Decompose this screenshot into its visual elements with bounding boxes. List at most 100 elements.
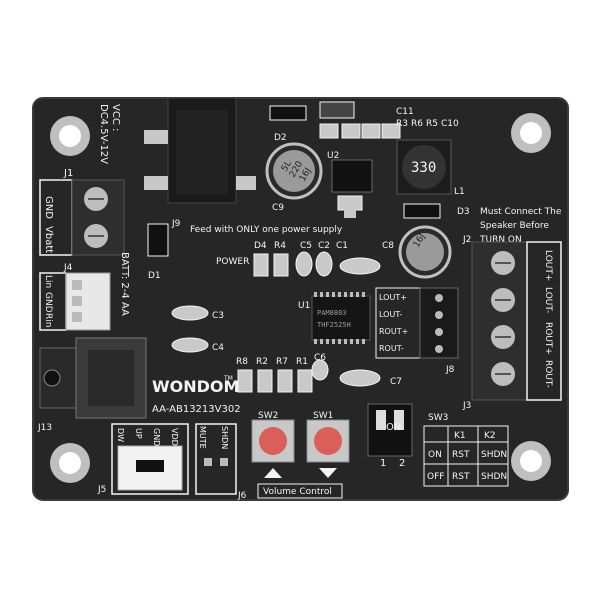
table-k1: K1 bbox=[454, 431, 466, 441]
label-c10: C10 bbox=[441, 119, 459, 129]
label-r3: R3 bbox=[396, 119, 408, 129]
label-sw1: SW1 bbox=[313, 411, 333, 421]
label-j8: J8 bbox=[445, 365, 455, 375]
mounting-hole-br bbox=[511, 441, 551, 481]
terminal-j1 bbox=[39, 179, 125, 256]
label-rout-plus: ROUT+ bbox=[543, 322, 553, 355]
label-c2: C2 bbox=[318, 241, 330, 251]
must-connect-label: Must Connect The bbox=[480, 207, 562, 217]
label-vbatt: Vbatt bbox=[43, 226, 54, 253]
label-lout-minus: LOUT- bbox=[543, 287, 553, 313]
volume-up-button-sw1[interactable] bbox=[306, 419, 350, 478]
label-c4: C4 bbox=[212, 343, 224, 353]
label-r8: R8 bbox=[236, 357, 248, 367]
j6-shdn: SHDN bbox=[220, 426, 229, 449]
label-c9: C9 bbox=[272, 203, 284, 213]
capacitor-c8: 16J bbox=[398, 225, 452, 279]
vcc-range-label: DC4.5V-12V bbox=[98, 104, 109, 164]
label-c3: C3 bbox=[212, 311, 224, 321]
label-u1: U1 bbox=[298, 301, 310, 311]
table-k2: K2 bbox=[484, 431, 496, 441]
label-sw2: SW2 bbox=[258, 411, 278, 421]
label-d1: D1 bbox=[148, 271, 161, 281]
label-rout-minus: ROUT- bbox=[543, 360, 553, 388]
j5-vdd: VDD bbox=[170, 428, 179, 446]
j8-lout-plus: LOUT+ bbox=[379, 293, 407, 302]
label-d3: D3 bbox=[457, 207, 470, 217]
dc-barrel-jack bbox=[144, 97, 256, 204]
svg-text:PAM8803: PAM8803 bbox=[317, 309, 347, 317]
vcc-label: VCC : bbox=[110, 104, 121, 131]
j5-gnd: GND bbox=[152, 428, 161, 446]
label-sw3: SW3 bbox=[428, 413, 448, 423]
j6-mute: MUTE bbox=[198, 426, 207, 449]
label-r6: R6 bbox=[411, 119, 423, 129]
feed-note: Feed with ONLY one power supply bbox=[190, 225, 343, 235]
header-j6 bbox=[195, 423, 237, 495]
tm-mark: TM bbox=[223, 375, 233, 382]
audio-jack-j13 bbox=[39, 337, 147, 419]
svg-text:330: 330 bbox=[411, 160, 436, 176]
j8-lout-minus: LOUT- bbox=[379, 310, 402, 319]
capacitor-c9: 5L 220 16J bbox=[265, 142, 323, 200]
label-gnd-small: GND bbox=[43, 292, 53, 313]
label-r5: R5 bbox=[426, 119, 438, 129]
label-c11: C11 bbox=[396, 107, 414, 117]
power-label: POWER bbox=[216, 257, 249, 267]
label-d2: D2 bbox=[274, 133, 287, 143]
table-on: ON bbox=[428, 450, 442, 460]
label-j13: J13 bbox=[37, 423, 52, 433]
label-gnd: GND bbox=[43, 196, 54, 219]
j5-up: UP bbox=[134, 428, 143, 439]
amplifier-chip-u1: PAM8803 THF2525H bbox=[311, 292, 371, 344]
dip-num-2: 2 bbox=[399, 458, 405, 469]
label-lout-plus: LOUT+ bbox=[543, 250, 553, 281]
label-r1: R1 bbox=[296, 357, 308, 367]
pcb-board bbox=[33, 98, 568, 500]
dip-switch-sw3[interactable] bbox=[367, 403, 413, 457]
dip-on-label: ON bbox=[386, 422, 401, 433]
label-j5: J5 bbox=[97, 485, 106, 495]
speaker-terminal-j2-j3 bbox=[471, 241, 562, 401]
table-off: OFF bbox=[427, 472, 444, 482]
inductor-l1: 330 bbox=[396, 139, 452, 195]
dip-num-1: 1 bbox=[380, 458, 386, 469]
header-j8 bbox=[375, 287, 459, 359]
label-j2: J2 bbox=[462, 235, 471, 245]
header-j4 bbox=[39, 272, 111, 331]
label-lin: Lin bbox=[43, 275, 53, 288]
label-r7: R7 bbox=[276, 357, 288, 367]
label-r2: R2 bbox=[256, 357, 268, 367]
mounting-hole-tr bbox=[511, 113, 551, 153]
label-c8: C8 bbox=[382, 241, 394, 251]
table-rst-on: RST bbox=[452, 450, 470, 460]
label-u2: U2 bbox=[327, 151, 339, 161]
label-j3: J3 bbox=[462, 401, 471, 411]
turn-on-label: TURN ON bbox=[479, 235, 522, 245]
connector-j5 bbox=[111, 423, 189, 495]
label-c6: C6 bbox=[314, 353, 326, 363]
table-rst-off: RST bbox=[452, 472, 470, 482]
svg-text:5L: 5L bbox=[280, 159, 294, 173]
volume-down-button-sw2[interactable] bbox=[251, 419, 295, 478]
label-j6: J6 bbox=[237, 491, 247, 501]
mounting-hole-bl bbox=[50, 443, 90, 483]
mounting-hole-tl bbox=[50, 116, 90, 156]
label-c1: C1 bbox=[336, 241, 348, 251]
label-r4: R4 bbox=[274, 241, 286, 251]
j8-rout-plus: ROUT+ bbox=[379, 327, 408, 336]
label-c7: C7 bbox=[390, 377, 402, 387]
batt-label: BATT: 2-4 AA bbox=[119, 252, 130, 316]
label-l1: L1 bbox=[454, 187, 465, 197]
label-j4: J4 bbox=[63, 263, 73, 273]
table-shdn-on: SHDN bbox=[481, 450, 507, 460]
wondom-logo: WONDOM bbox=[152, 377, 239, 396]
label-j9: J9 bbox=[171, 219, 181, 229]
label-d4: D4 bbox=[254, 241, 267, 251]
part-number: AA-AB13213V302 bbox=[152, 404, 241, 415]
table-shdn-off: SHDN bbox=[481, 472, 507, 482]
label-rin: Rin bbox=[43, 313, 53, 327]
j5-dw: DW bbox=[116, 428, 125, 442]
